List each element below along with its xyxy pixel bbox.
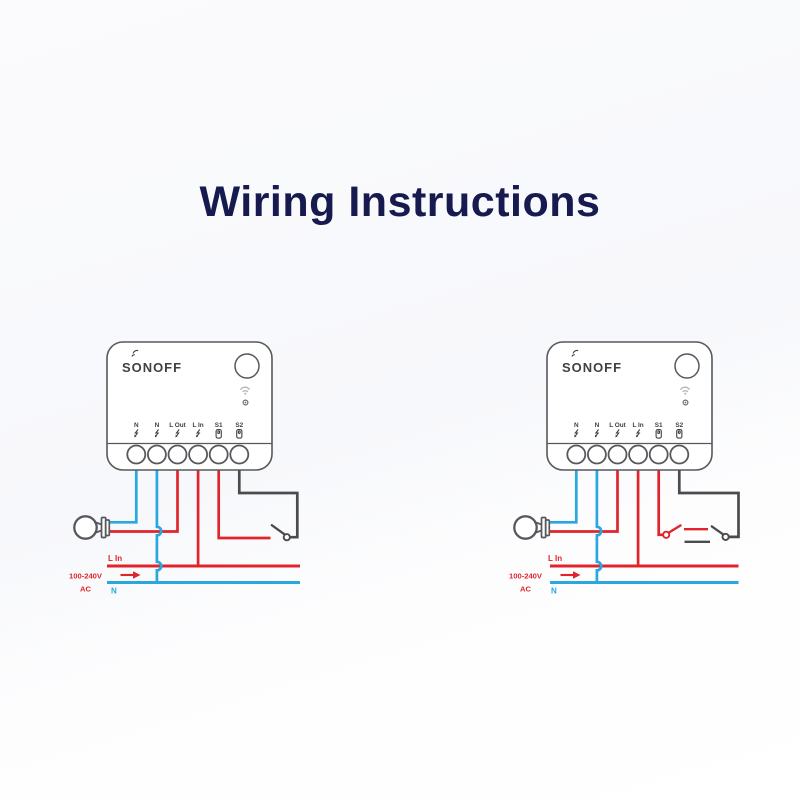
lightning-bolt-icon [574,429,579,438]
switch-contact-icon [655,428,662,439]
terminal-label: N [134,422,139,429]
s2-wire [237,450,299,539]
wall-switch-lever [270,524,286,536]
diagram-single-switch: L In 100-240V AC N SONOFF N [69,341,300,596]
status-led-icon [682,399,689,406]
lightning-bolt-icon [154,429,160,438]
pairing-button [234,353,260,379]
brand-logo: SONOFF [122,360,182,375]
wall-switch-pivot [282,533,291,542]
brand-logo: SONOFF [562,360,622,375]
terminal-ring [126,444,147,465]
sonoff-device: SONOFF N N L Out L In S1 S2 [546,341,713,471]
status-led-icon [242,399,249,406]
terminal-label: L Out [169,422,186,429]
current-direction-arrow-icon [560,571,581,579]
terminal-ring [669,444,690,465]
terminal-label: N [595,422,600,429]
voltage-label: 100-240V [509,572,543,581]
terminal-ring [648,444,669,465]
neutral-main-wire [595,450,603,582]
switch-contact-icon [676,428,683,439]
terminal-ring [607,444,628,465]
lightning-bolt-icon [615,429,620,438]
switch-contact-icon [236,428,243,439]
two-way-switch-icon [662,524,730,543]
s1-wire [657,450,663,537]
ac-label: AC [520,585,531,594]
terminal-ring [587,444,607,465]
neutral-label: N [551,587,557,596]
wifi-icon [240,386,250,395]
switch-a-lever [667,524,682,534]
terminal-label: S1 [215,422,223,429]
lightning-bolt-icon [594,429,600,438]
terminal-label: L In [192,422,203,429]
bulb-neck [533,520,543,535]
diagram-two-way-switch: L In 100-240V AC N SONOFF N [509,341,740,596]
logo-wifi-icon [131,349,139,357]
light-bulb-icon [73,515,111,540]
neutral-lamp-wire [107,450,138,524]
ac-label: AC [80,585,91,594]
switch-a-pivot [662,530,671,539]
s1-wire [217,450,271,540]
terminal-label: N [574,422,579,429]
bulb-base-tip [104,519,111,537]
wifi-icon [680,386,690,395]
switch-contact-icon [215,428,222,439]
pairing-button [674,353,700,379]
live-out-wire [547,450,619,533]
device-body [546,341,713,471]
terminal-label: L In [632,422,643,429]
lightning-bolt-icon [195,429,201,438]
s2-wire [677,450,740,539]
switch-b-pivot [721,532,730,541]
terminal-ring [229,444,250,465]
terminal-ring [167,444,188,465]
bulb-glass [73,515,98,540]
terminal-ring [628,444,648,465]
terminal-ring [566,444,587,465]
terminal-ring [208,444,229,465]
terminal-ring [188,444,209,465]
neutral-main-wire [155,450,163,582]
line-in-label: L In [108,554,122,563]
voltage-label: 100-240V [69,572,103,581]
neutral-lamp-wire [547,450,578,524]
logo-wifi-icon [571,349,579,357]
neutral-label: N [111,587,117,596]
terminal-label: S2 [675,422,683,429]
bulb-glass [513,515,538,540]
live-out-wire [107,450,179,533]
terminal-label: N [155,422,160,429]
page-title: Wiring Instructions [199,178,601,226]
lightning-bolt-icon [635,429,641,438]
bulb-base-tip [544,519,551,537]
bulb-neck [93,520,103,535]
device-body [106,341,273,471]
lightning-bolt-icon [175,429,180,438]
terminal-label: S2 [235,422,243,429]
current-direction-arrow-icon [120,571,141,579]
terminal-label: S1 [655,422,663,429]
switch-b-lever [710,525,725,536]
line-in-label: L In [548,554,562,563]
sonoff-device: SONOFF N N L Out L In S1 S2 [106,341,273,471]
lightning-bolt-icon [134,429,139,438]
terminal-label: L Out [609,422,626,429]
light-bulb-icon [513,515,551,540]
terminal-ring [146,444,167,465]
